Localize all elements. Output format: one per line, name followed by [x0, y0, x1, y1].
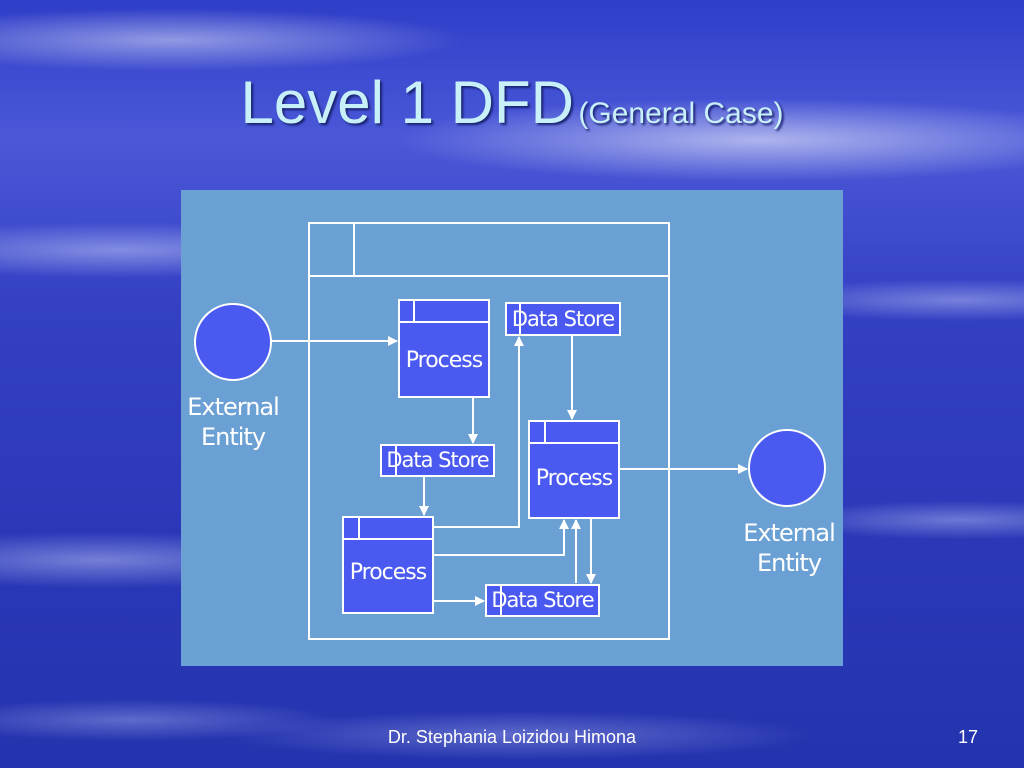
- dfd-diagram: External Entity External Entity Process …: [181, 190, 843, 666]
- process-3-label: Process: [349, 560, 427, 585]
- title-subtitle: (General Case): [578, 97, 784, 130]
- process-2-box: [528, 420, 620, 519]
- flow-process-3-to-store-1: [433, 336, 524, 528]
- flow-process-3-to-process-2: [433, 519, 569, 556]
- process-3-box: [342, 516, 434, 614]
- data-store-3-label: Data Store: [491, 588, 594, 612]
- system-boundary: [308, 222, 670, 640]
- slide-title: Level 1 DFD (General Case): [0, 68, 1024, 137]
- external-entity-right-line-1: External: [743, 519, 836, 547]
- external-entity-right-line-2: Entity: [756, 549, 822, 577]
- data-store-2-box: [380, 444, 495, 477]
- external-entity-left-label: External Entity: [173, 392, 293, 452]
- dfd-diagram-svg: [194, 222, 826, 640]
- external-entity-right: [748, 429, 826, 507]
- process-1-label: Process: [405, 348, 483, 373]
- title-main: Level 1 DFD: [240, 69, 574, 136]
- footer-author: Dr. Stephania Loizidou Himona: [387, 727, 637, 747]
- data-store-2-label: Data Store: [386, 448, 489, 472]
- external-entity-left-line-1: External: [187, 393, 280, 421]
- process-1-box: [398, 299, 490, 398]
- data-store-1-box: [505, 302, 621, 336]
- data-store-3-box: [485, 584, 600, 617]
- data-flows: [271, 336, 748, 606]
- process-2-label: Process: [535, 466, 613, 491]
- external-entity-left: [194, 303, 272, 381]
- external-entity-right-label: External Entity: [729, 518, 849, 578]
- external-entity-left-line-2: Entity: [200, 423, 266, 451]
- page-number: 17: [957, 727, 979, 747]
- data-store-1-label: Data Store: [511, 307, 615, 331]
